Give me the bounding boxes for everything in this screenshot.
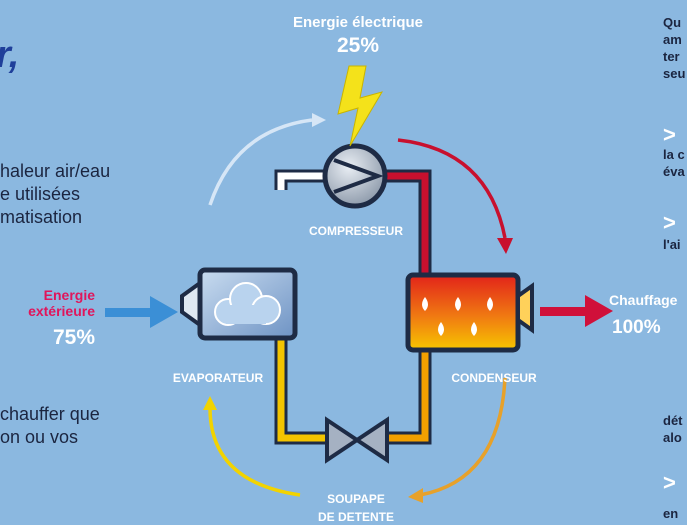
external-energy-value: 75% [53,326,95,349]
right-arrow-3: > [663,470,676,495]
droplet-icons [422,297,493,336]
heating-label: Chauffage [609,292,678,308]
text-line: chauffer que [0,404,100,424]
text-line: e utilisées [0,184,81,204]
text-line: l'ai [663,237,681,252]
text-line: en [663,506,679,521]
text-line: am [663,32,682,47]
right-column-last: en [663,505,678,522]
text-line: dét [663,413,683,428]
electric-energy-value: 25% [337,34,379,57]
lightning-icon [337,65,384,147]
right-column-mid: la c éva [663,146,685,180]
external-energy-arrow [105,296,178,328]
expansion-valve [325,416,389,464]
text-line: la c [663,147,685,162]
left-paragraph-2: chauffer que on ou vos [0,403,100,449]
external-energy-label-2: extérieure [28,303,95,319]
evaporator [180,267,298,341]
compressor-label: COMPRESSEUR [309,224,403,238]
text-line: éva [663,164,685,179]
text-line: on ou vos [0,427,79,447]
cycle-arrows [203,113,513,503]
right-arrow-2: > [663,210,676,235]
heating-arrow [540,295,613,327]
electric-energy-label: Energie électrique [293,14,423,31]
heating-value: 100% [612,317,661,338]
text-line: Qu [663,15,682,30]
left-paragraph-1: haleur air/eau e utilisées matisation [0,160,110,229]
condenser [405,272,534,353]
external-energy-label-1: Energie [44,287,96,303]
right-column-top: Qu am ter seu [663,14,685,82]
compressor [322,143,388,209]
right-column-bottom: dét alo [663,412,683,446]
condenser-label: CONDENSEUR [451,371,537,385]
right-column-mid2: l'ai [663,236,681,253]
text-line: ter [663,49,680,64]
title-fragment: r, [0,34,20,76]
cloud-icon [214,282,281,326]
text-line: alo [663,430,682,445]
evaporator-label: EVAPORATEUR [173,371,264,385]
text-line: seu [663,66,686,81]
pipe-loop [274,169,432,445]
text-line: matisation [0,207,83,227]
valve-label-2: DE DETENTE [318,510,394,524]
right-arrow-1: > [663,122,676,147]
valve-label-1: SOUPAPE [327,492,385,506]
text-line: haleur air/eau [0,161,111,181]
